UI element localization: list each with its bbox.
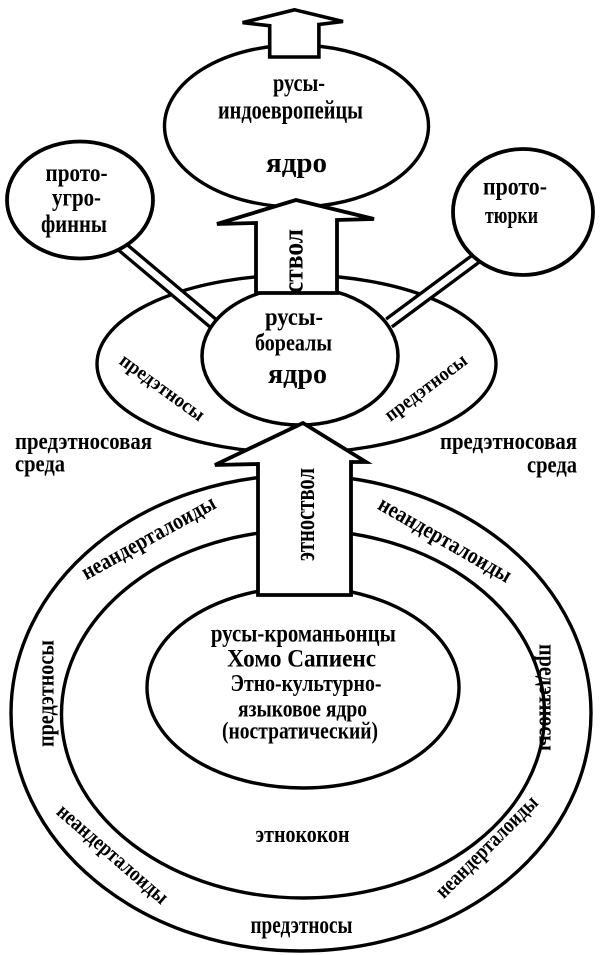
svg-text:этнококон: этнококон [256, 822, 350, 848]
svg-text:языковое ядро: языковое ядро [238, 697, 367, 723]
svg-text:прото-: прото- [46, 160, 108, 187]
svg-text:Хомо Сапиенс: Хомо Сапиенс [227, 646, 376, 673]
svg-text:русы-: русы- [273, 70, 325, 97]
svg-text:среда: среда [527, 453, 577, 479]
svg-text:ствол: ствол [279, 229, 310, 293]
svg-text:предэтносы: предэтносы [534, 644, 560, 751]
svg-text:русы-кроманьонцы: русы-кроманьонцы [211, 621, 396, 648]
svg-text:финны: финны [41, 211, 107, 238]
svg-text:Этно-культурно-: Этно-культурно- [231, 671, 382, 697]
svg-text:ядро: ядро [268, 359, 327, 390]
svg-text:предэтносовая: предэтносовая [440, 429, 577, 455]
svg-text:ядро: ядро [266, 148, 327, 179]
svg-text:тюрки: тюрки [485, 203, 538, 229]
svg-text:(ностратический): (ностратический) [222, 719, 378, 745]
svg-text:предэтносовая: предэтносовая [15, 429, 152, 455]
svg-text:предэтносы: предэтносы [251, 912, 353, 939]
svg-text:предэтносы: предэтносы [34, 640, 60, 747]
svg-text:русы-: русы- [265, 304, 323, 331]
svg-text:прото-: прото- [483, 174, 547, 201]
svg-text:угро-: угро- [52, 185, 101, 212]
svg-text:бореалы: бореалы [255, 331, 332, 357]
svg-text:среда: среда [15, 452, 65, 478]
svg-text:этноствол: этноствол [289, 468, 321, 561]
svg-text:индоевропейцы: индоевропейцы [218, 96, 363, 125]
